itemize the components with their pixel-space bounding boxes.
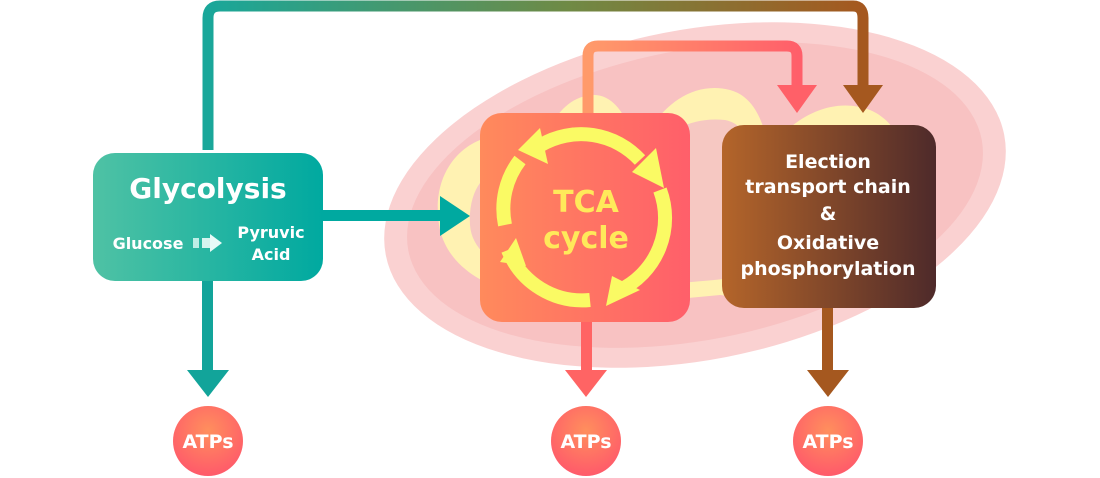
etc-line5: phosphorylation (741, 258, 916, 280)
tca-cycle-box: TCA cycle (480, 113, 690, 322)
arrow-etc-to-atp (807, 308, 849, 397)
arrow-glycolysis-to-etc (202, 0, 883, 150)
arrow-tca-to-atp (565, 320, 607, 397)
etc-line3: & (820, 203, 837, 225)
double-arrow-icon (193, 234, 222, 252)
etc-line1: Election (785, 151, 871, 173)
tca-label-line1: TCA (553, 185, 619, 220)
etc-line2: transport chain (745, 176, 910, 198)
atp-output-glycolysis: ATPs (173, 406, 243, 476)
atp-label-3: ATPs (802, 431, 853, 453)
atp-output-etc: ATPs (793, 406, 863, 476)
arrow-glycolysis-to-atp (187, 280, 229, 397)
cycle-arrowheads (500, 128, 664, 306)
arrow-tca-to-etc (582, 40, 817, 113)
pyruvic-acid-line1: Pyruvic (237, 223, 304, 242)
pyruvic-acid-line2: Acid (252, 245, 291, 264)
etc-line4: Oxidative (777, 232, 879, 254)
glucose-label: Glucose (113, 234, 184, 253)
etc-box: Election transport chain & Oxidative pho… (722, 125, 936, 308)
glycolysis-title: Glycolysis (129, 172, 286, 205)
arrow-glycolysis-to-tca (322, 196, 470, 236)
tca-label-line2: cycle (543, 221, 629, 256)
atp-label-2: ATPs (560, 431, 611, 453)
glycolysis-box: Glycolysis Glucose Pyruvic Acid (93, 153, 323, 281)
cycle-arrows-icon (496, 127, 673, 308)
atp-output-tca: ATPs (551, 406, 621, 476)
atp-label-1: ATPs (182, 431, 233, 453)
